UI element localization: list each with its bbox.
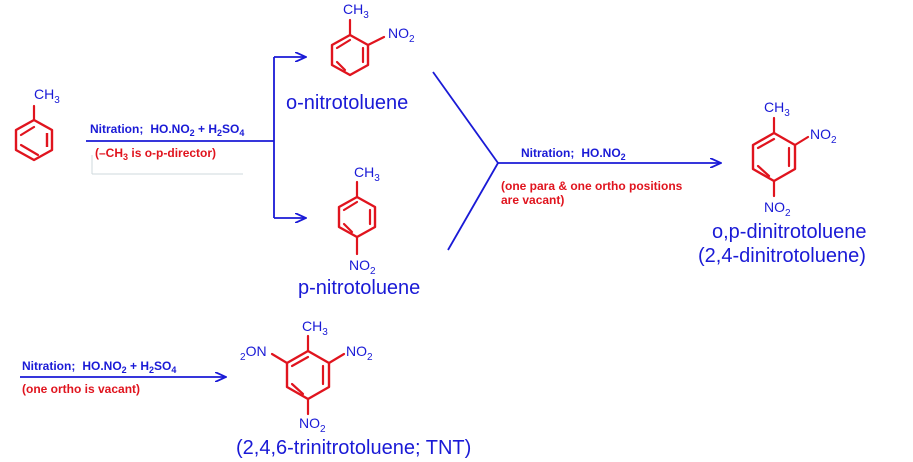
- reaction-1-arrow: [86, 57, 306, 218]
- o-nitrotoluene-no2-label: NO2: [388, 25, 415, 45]
- reaction-2-arrow: [432, 71, 721, 251]
- reaction-2-note: (one para & one ortho positions: [501, 179, 683, 193]
- toluene-ring: [14, 118, 54, 162]
- reaction-1-note: (–CH3 is o-p-director): [95, 146, 216, 162]
- p-nitrotoluene-ch3-label: CH3: [354, 164, 380, 184]
- tnt-no2-left-label: 2ON: [240, 343, 267, 363]
- reaction-2-note-line2: are vacant): [501, 193, 564, 207]
- o-nitrotoluene-name: o-nitrotoluene: [286, 92, 408, 114]
- tnt-no2-right-label: NO2: [346, 343, 373, 363]
- tnt-ch3-label: CH3: [302, 318, 328, 338]
- p-nitrotoluene-name: p-nitrotoluene: [298, 277, 420, 299]
- dinitrotoluene-no2-ortho-label: NO2: [810, 126, 837, 146]
- p-nitrotoluene-structure: CH3 NO2: [337, 164, 380, 277]
- dinitrotoluene-iupac-name: (2,4-dinitrotoluene): [698, 245, 866, 267]
- reaction-1-conditions: Nitration;HO.NO2 + H2SO4: [90, 122, 244, 138]
- tnt-structure: CH3 NO2 2ON NO2: [240, 318, 373, 435]
- reaction-2-conditions: Nitration;HO.NO2: [521, 146, 626, 162]
- o-nitrotoluene-structure: CH3 NO2: [330, 1, 415, 77]
- dinitrotoluene-name: o,p-dinitrotoluene: [712, 221, 867, 243]
- dinitrotoluene-structure: CH3 NO2 NO2: [751, 99, 837, 219]
- dinitrotoluene-no2-para-label: NO2: [764, 199, 791, 219]
- reaction-3-conditions: Nitration;HO.NO2 + H2SO4: [22, 359, 176, 375]
- tnt-name: (2,4,6-trinitrotoluene; TNT): [236, 437, 471, 459]
- toluene-structure: CH3: [14, 86, 60, 162]
- reaction-3-note: (one ortho is vacant): [22, 382, 140, 396]
- dinitrotoluene-ch3-label: CH3: [764, 99, 790, 119]
- o-nitrotoluene-ch3-label: CH3: [343, 1, 369, 21]
- toluene-ch3-label: CH3: [34, 86, 60, 106]
- tnt-no2-para-label: NO2: [299, 415, 326, 435]
- p-nitrotoluene-no2-label: NO2: [349, 257, 376, 277]
